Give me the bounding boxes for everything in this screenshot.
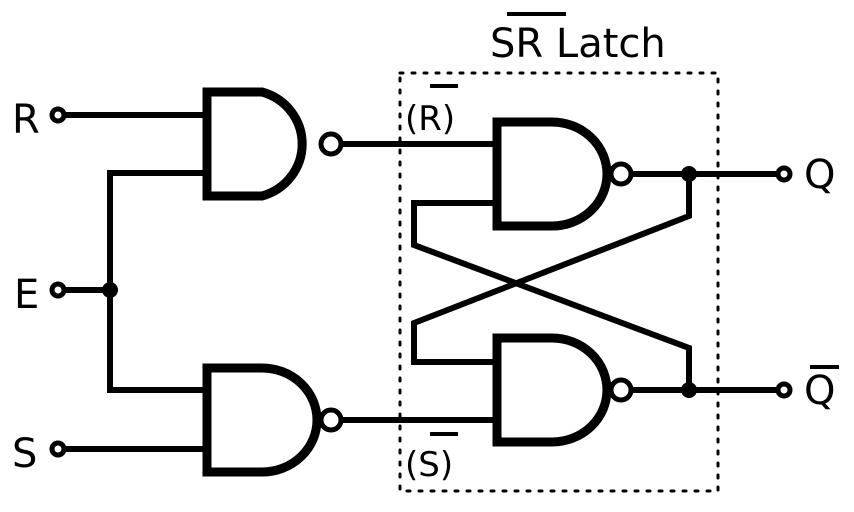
svg-text:Q: Q xyxy=(804,368,835,414)
gate-latch-nand-q xyxy=(492,117,634,231)
svg-text:(R): (R) xyxy=(405,99,455,139)
junction-qbar xyxy=(681,382,697,398)
input-label-r: R xyxy=(12,97,40,143)
gate-input-nand-s xyxy=(202,363,344,477)
gate-input-nand-r xyxy=(202,87,344,201)
inverter-bubble xyxy=(608,161,634,187)
wire-e-bus xyxy=(107,170,208,393)
terminal-q xyxy=(775,165,793,183)
terminal-r xyxy=(49,106,67,124)
internal-label-sbar: (S) xyxy=(405,432,458,485)
latch-boundary xyxy=(398,71,720,493)
gate-latch-nand-qbar xyxy=(492,333,634,447)
input-label-s: S xyxy=(12,431,37,477)
output-label-q: Q xyxy=(804,152,835,198)
output-label-qbar: Q xyxy=(804,365,839,414)
wire-feedback-qbar xyxy=(411,200,692,393)
wire-feedback-q xyxy=(411,171,692,365)
title-text: SR Latch xyxy=(490,21,666,67)
input-label-e: E xyxy=(14,272,39,318)
terminal-qbar xyxy=(775,381,793,399)
title: SR Latch xyxy=(490,12,666,67)
junction-q xyxy=(681,166,697,182)
internal-label-rbar: (R) xyxy=(405,84,458,139)
inverter-bubble xyxy=(318,407,344,433)
terminal-s xyxy=(49,440,67,458)
svg-text:(S): (S) xyxy=(405,445,453,485)
junction-e xyxy=(102,282,118,298)
terminal-e xyxy=(49,281,67,299)
inverter-bubble xyxy=(318,131,344,157)
inverter-bubble xyxy=(608,377,634,403)
